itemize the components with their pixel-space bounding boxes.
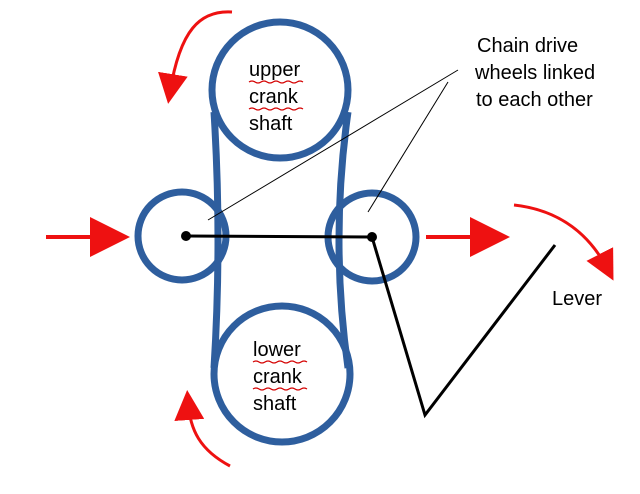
lower-shaft-label-line-2: crank bbox=[253, 366, 303, 388]
connecting-rod bbox=[185, 234, 373, 239]
spellcheck-underline bbox=[252, 360, 308, 364]
spellcheck-underline bbox=[248, 107, 304, 111]
pointer-line-left bbox=[207, 69, 459, 221]
lower-shaft-label-line-1: lower bbox=[253, 339, 301, 361]
curved-red-arrow-icon bbox=[158, 10, 233, 104]
spellcheck-underline bbox=[248, 80, 304, 84]
curved-red-arrow-icon bbox=[174, 390, 231, 468]
left-pivot-dot bbox=[181, 231, 191, 241]
lower-crank-wheel bbox=[210, 302, 354, 446]
upper-shaft-label-line-3: shaft bbox=[249, 113, 293, 135]
curved-red-arrow-icon bbox=[513, 203, 614, 281]
chain-drive-label-line-1: Chain drive bbox=[477, 35, 578, 57]
pointer-line-right bbox=[367, 81, 449, 213]
lower-shaft-label-line-3: shaft bbox=[253, 393, 297, 415]
lever-label: Lever bbox=[552, 288, 602, 310]
upper-crank-wheel bbox=[208, 18, 352, 162]
upper-shaft-label-line-1: upper bbox=[249, 59, 300, 81]
chain-drive-label-line-3: to each other bbox=[476, 89, 593, 111]
upper-shaft-label-line-2: crank bbox=[249, 86, 299, 108]
lever-arm bbox=[370, 236, 557, 419]
spellcheck-underline bbox=[252, 387, 308, 391]
chain-belt bbox=[210, 111, 352, 369]
chain-drive-label-line-2: wheels linked bbox=[474, 62, 595, 84]
